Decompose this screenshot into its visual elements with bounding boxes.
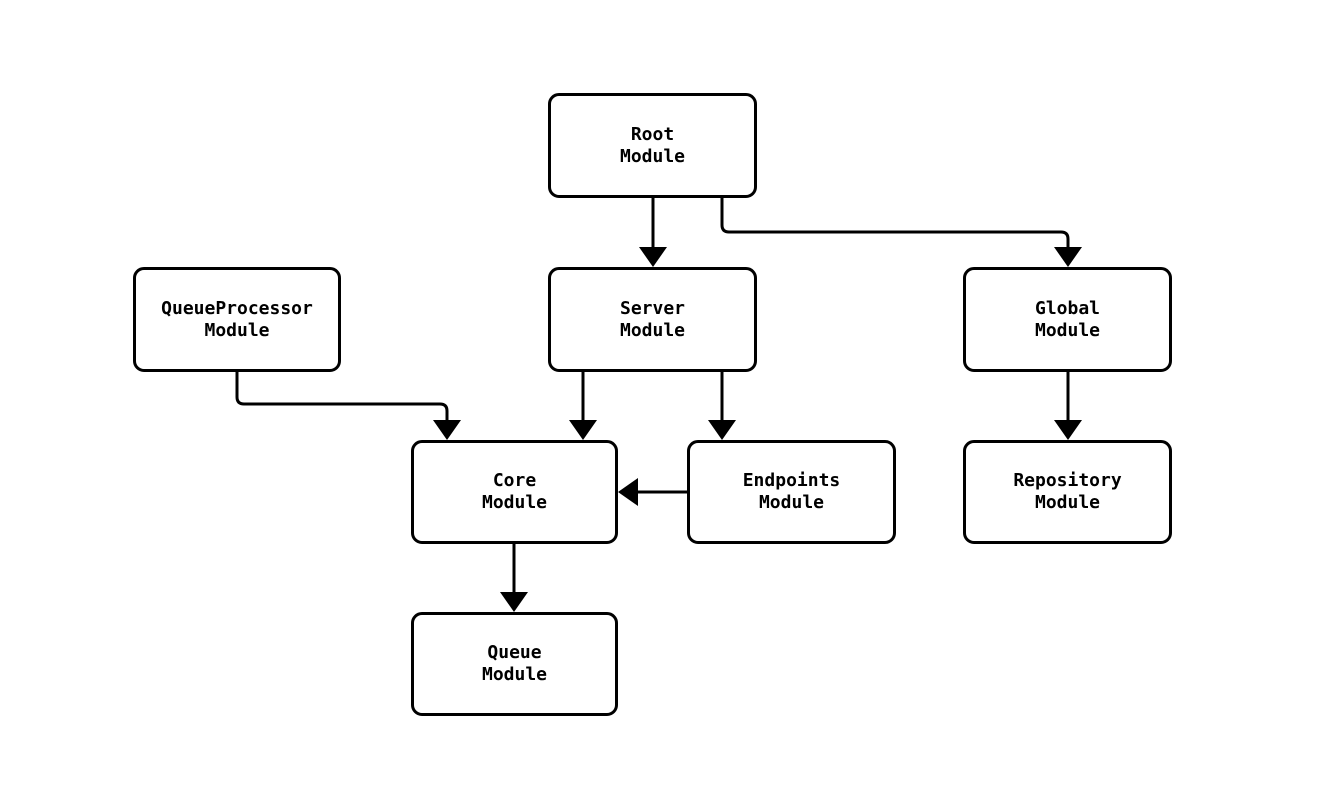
edge-root-server [639, 198, 667, 267]
node-repository-module: Repository Module [963, 440, 1172, 544]
node-queue-module: Queue Module [411, 612, 618, 716]
node-queue-module-label: Queue Module [481, 642, 548, 685]
edge-core-queue [500, 544, 528, 612]
node-root-module-label: Root Module [619, 123, 686, 167]
edge-endpoints-core [618, 478, 687, 506]
edge-root-global [720, 198, 1082, 267]
edge-server-endpoints [708, 372, 736, 440]
node-repository-module-label: Repository Module [1013, 470, 1122, 513]
node-endpoints-module-label: Endpoints Module [742, 470, 841, 513]
node-endpoints-module: Endpoints Module [687, 440, 896, 544]
node-queueprocessor-module: QueueProcessor Module [133, 267, 341, 372]
edge-server-core [569, 372, 597, 440]
node-global-module-label: Global Module [1034, 297, 1101, 341]
node-global-module: Global Module [963, 267, 1172, 372]
node-core-module: Core Module [411, 440, 618, 544]
node-root-module: Root Module [548, 93, 757, 198]
edge-queueprocessor-core [235, 372, 461, 440]
node-server-module-label: Server Module [619, 297, 686, 341]
node-core-module-label: Core Module [481, 470, 548, 513]
node-queueprocessor-module-label: QueueProcessor Module [161, 297, 313, 341]
edge-global-repository [1054, 372, 1082, 440]
node-server-module: Server Module [548, 267, 757, 372]
